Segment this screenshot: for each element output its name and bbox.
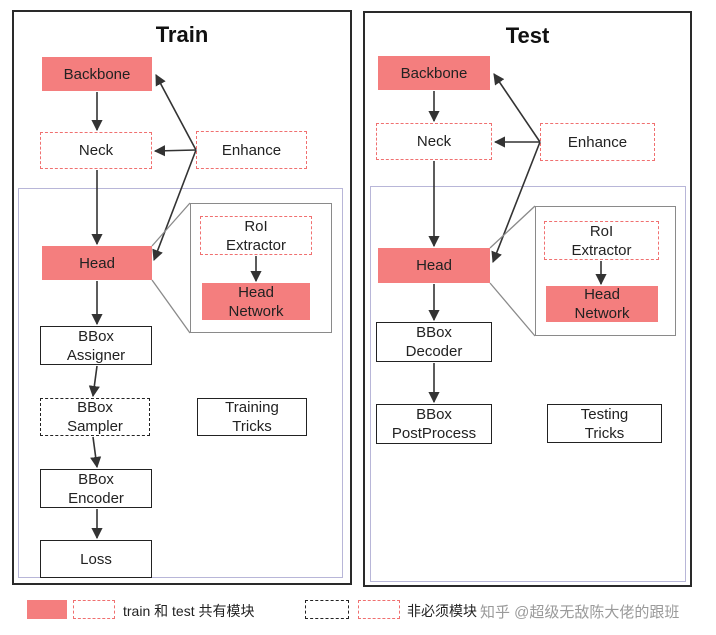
test-neck-node: Neck	[376, 123, 492, 160]
train-enhance-node: Enhance	[196, 131, 307, 169]
train-title: Train	[155, 22, 209, 47]
legend-shared-filled-swatch	[27, 600, 67, 619]
test-enhance-node: Enhance	[540, 123, 655, 161]
train-bbox-assigner-node: BBox Assigner	[40, 326, 152, 365]
legend-optional-black-swatch	[305, 600, 349, 619]
test-backbone-node: Backbone	[378, 56, 490, 90]
train-training-tricks-node: Training Tricks	[197, 398, 307, 436]
legend-shared-label: train 和 test 共有模块	[123, 603, 255, 619]
train-head-node: Head	[42, 246, 152, 280]
test-bbox-postprocess-node: BBox PostProcess	[376, 404, 492, 444]
train-bbox-sampler-node: BBox Sampler	[40, 398, 150, 436]
legend-shared-dashed-swatch	[73, 600, 115, 619]
train-bbox-encoder-node: BBox Encoder	[40, 469, 152, 508]
test-testing-tricks-node: Testing Tricks	[547, 404, 662, 443]
test-head-node: Head	[378, 248, 490, 283]
test-title: Test	[505, 23, 550, 48]
train-loss-node: Loss	[40, 540, 152, 578]
legend-optional-label: 非必须模块	[407, 603, 477, 619]
test-roi-extractor-node: RoI Extractor	[544, 221, 659, 260]
watermark-text: 知乎 @超级无敌陈大佬的跟班	[480, 604, 680, 621]
legend-optional-red-swatch	[358, 600, 400, 619]
train-neck-node: Neck	[40, 132, 152, 169]
train-roi-extractor-node: RoI Extractor	[200, 216, 312, 255]
test-head-network-node: Head Network	[546, 286, 658, 322]
train-backbone-node: Backbone	[42, 57, 152, 91]
train-head-network-node: Head Network	[202, 283, 310, 320]
test-bbox-decoder-node: BBox Decoder	[376, 322, 492, 362]
